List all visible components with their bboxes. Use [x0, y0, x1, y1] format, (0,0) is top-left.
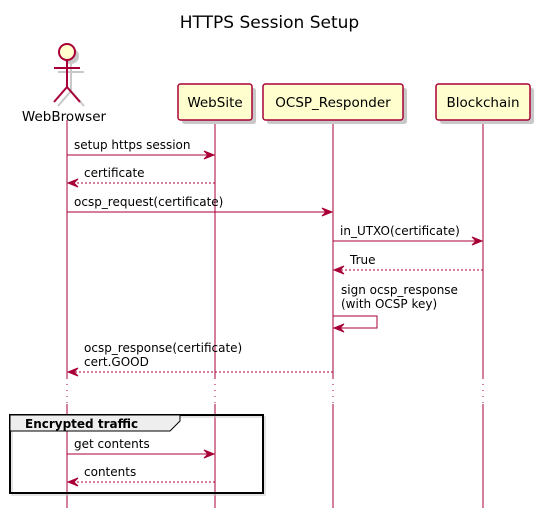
message: in_UTXO(certificate) [333, 224, 484, 246]
arrow-head [66, 367, 79, 377]
message-label: contents [84, 465, 136, 479]
actor-browser: WebBrowser [22, 43, 107, 125]
message-label: ocsp_response(certificate) [84, 341, 242, 355]
message-label: sign ocsp_response [341, 283, 458, 297]
group-label: Encrypted traffic [25, 417, 138, 431]
participant-box [177, 83, 253, 121]
actor-head [58, 43, 76, 61]
arrow-head [203, 449, 216, 459]
message: True [332, 253, 483, 275]
participant-label: WebSite [187, 95, 242, 111]
participant-ocsp: OCSP_Responder [262, 83, 407, 124]
message: ocsp_response(certificate)cert.GOOD [66, 341, 333, 377]
arrow-head [321, 207, 334, 217]
message: get contents [67, 437, 216, 459]
arrow-head [203, 150, 216, 160]
arrow-head [332, 265, 345, 275]
message: sign ocsp_response(with OCSP key) [332, 283, 458, 333]
message: contents [66, 465, 215, 487]
participant-box [435, 83, 531, 121]
group-tab [9, 414, 181, 432]
message-label: ocsp_request(certificate) [74, 195, 223, 209]
message-label: setup https session [74, 138, 191, 152]
message-label: True [349, 253, 376, 267]
message-label: (with OCSP key) [341, 297, 437, 311]
participant-chain: Blockchain [435, 83, 534, 124]
participant-website: WebSite [177, 83, 256, 124]
arrow-head [66, 477, 79, 487]
participant-label: OCSP_Responder [275, 95, 391, 111]
message-label: in_UTXO(certificate) [340, 224, 460, 238]
message-label: cert.GOOD [84, 355, 149, 369]
message-line [333, 315, 378, 329]
arrow-head [471, 236, 484, 246]
message: certificate [66, 166, 215, 188]
message: setup https session [67, 138, 216, 160]
arrow-head [66, 178, 79, 188]
message-label: get contents [74, 437, 150, 451]
message: ocsp_request(certificate) [67, 195, 334, 217]
participant-box [262, 83, 404, 121]
participant-label: WebBrowser [22, 109, 107, 125]
actor-body [53, 60, 81, 103]
arrow-head [332, 323, 345, 333]
diagram-title: HTTPS Session Setup [180, 13, 359, 33]
message-label: certificate [84, 166, 145, 180]
participant-label: Blockchain [446, 95, 519, 111]
